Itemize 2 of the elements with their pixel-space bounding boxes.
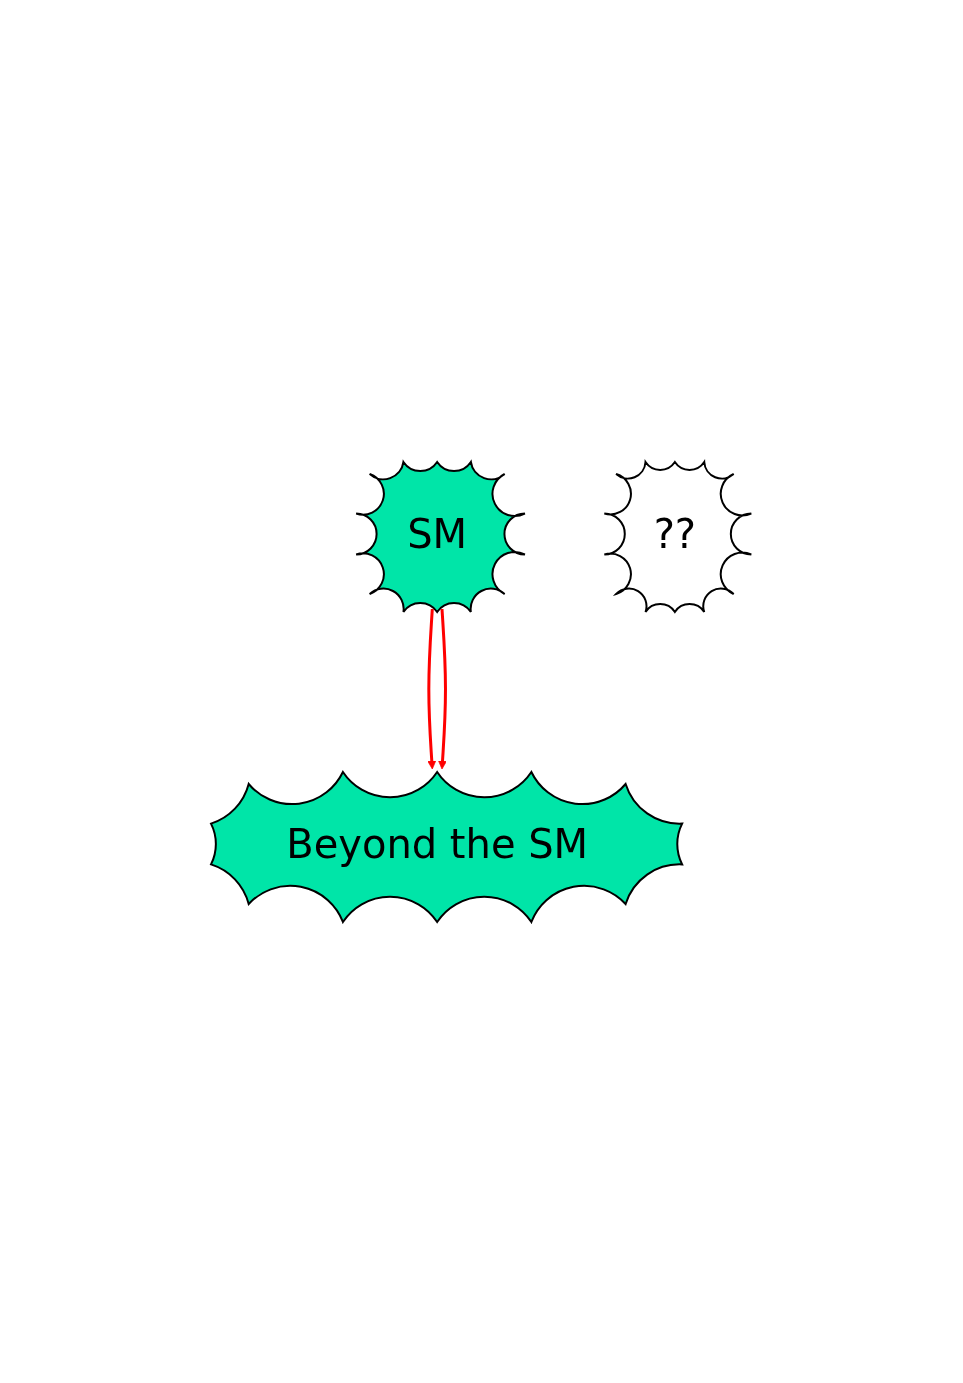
arrow — [438, 608, 448, 769]
arrow — [427, 608, 437, 769]
